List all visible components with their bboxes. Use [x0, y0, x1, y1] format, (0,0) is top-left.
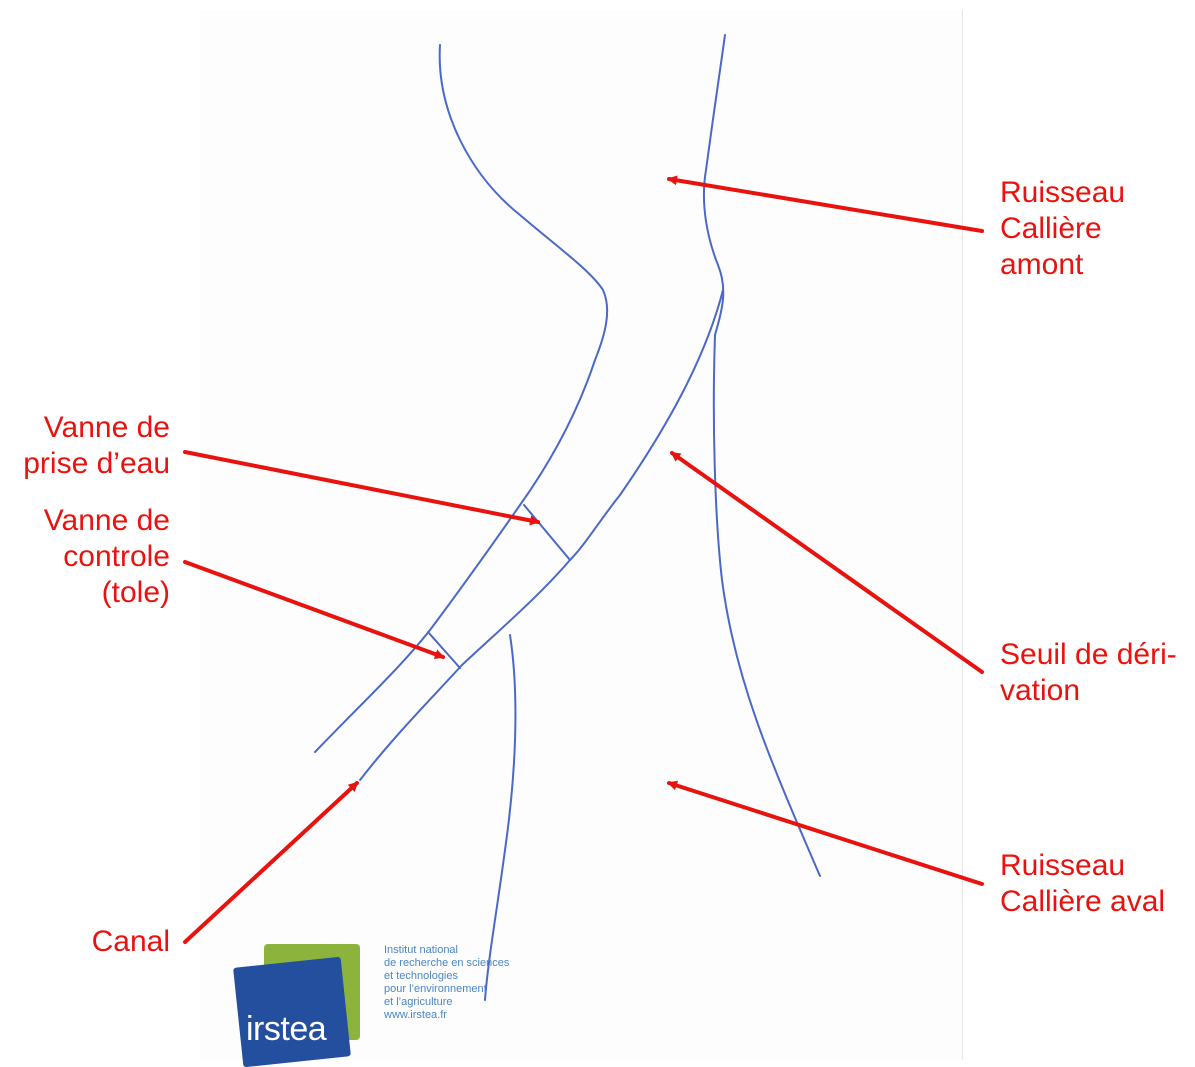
label-vanne-prise: Vanne de prise d’eau: [23, 411, 170, 480]
label-seuil-derivation: Seuil de déri- vation: [1000, 638, 1177, 707]
logo-institution-text: Institut national de recherche en scienc…: [384, 944, 510, 1021]
arrow-controle: [183, 560, 445, 659]
logo-wordmark: irstea: [246, 1010, 327, 1048]
canal-upper-bank-line: [314, 504, 521, 753]
diversion-sill-line: [359, 289, 724, 781]
label-ruisseau-amont: Ruisseau Callière amont: [1000, 176, 1126, 281]
intake-gate-line: [523, 504, 571, 561]
arrow-canal: [183, 781, 359, 944]
arrow-amont: [667, 175, 984, 233]
arrow-prise: [183, 450, 540, 526]
label-canal: Canal: [91, 925, 170, 958]
arrow-aval: [667, 780, 984, 886]
control-gate-line: [427, 631, 461, 669]
label-vanne-controle: Vanne de controle (tole): [43, 504, 170, 609]
arrow-seuil: [670, 451, 984, 674]
downstream-left-bank-line: [484, 634, 517, 1001]
label-ruisseau-aval: Ruisseau Callière aval: [1000, 849, 1166, 918]
upstream-left-bank-line: [438, 44, 609, 506]
irstea-logo: irstea Institut national de recherche en…: [233, 944, 538, 1067]
scanned-sketch-paper: [200, 10, 963, 1060]
downstream-right-bank-line: [712, 334, 821, 877]
upstream-right-bank-line: [702, 34, 726, 336]
